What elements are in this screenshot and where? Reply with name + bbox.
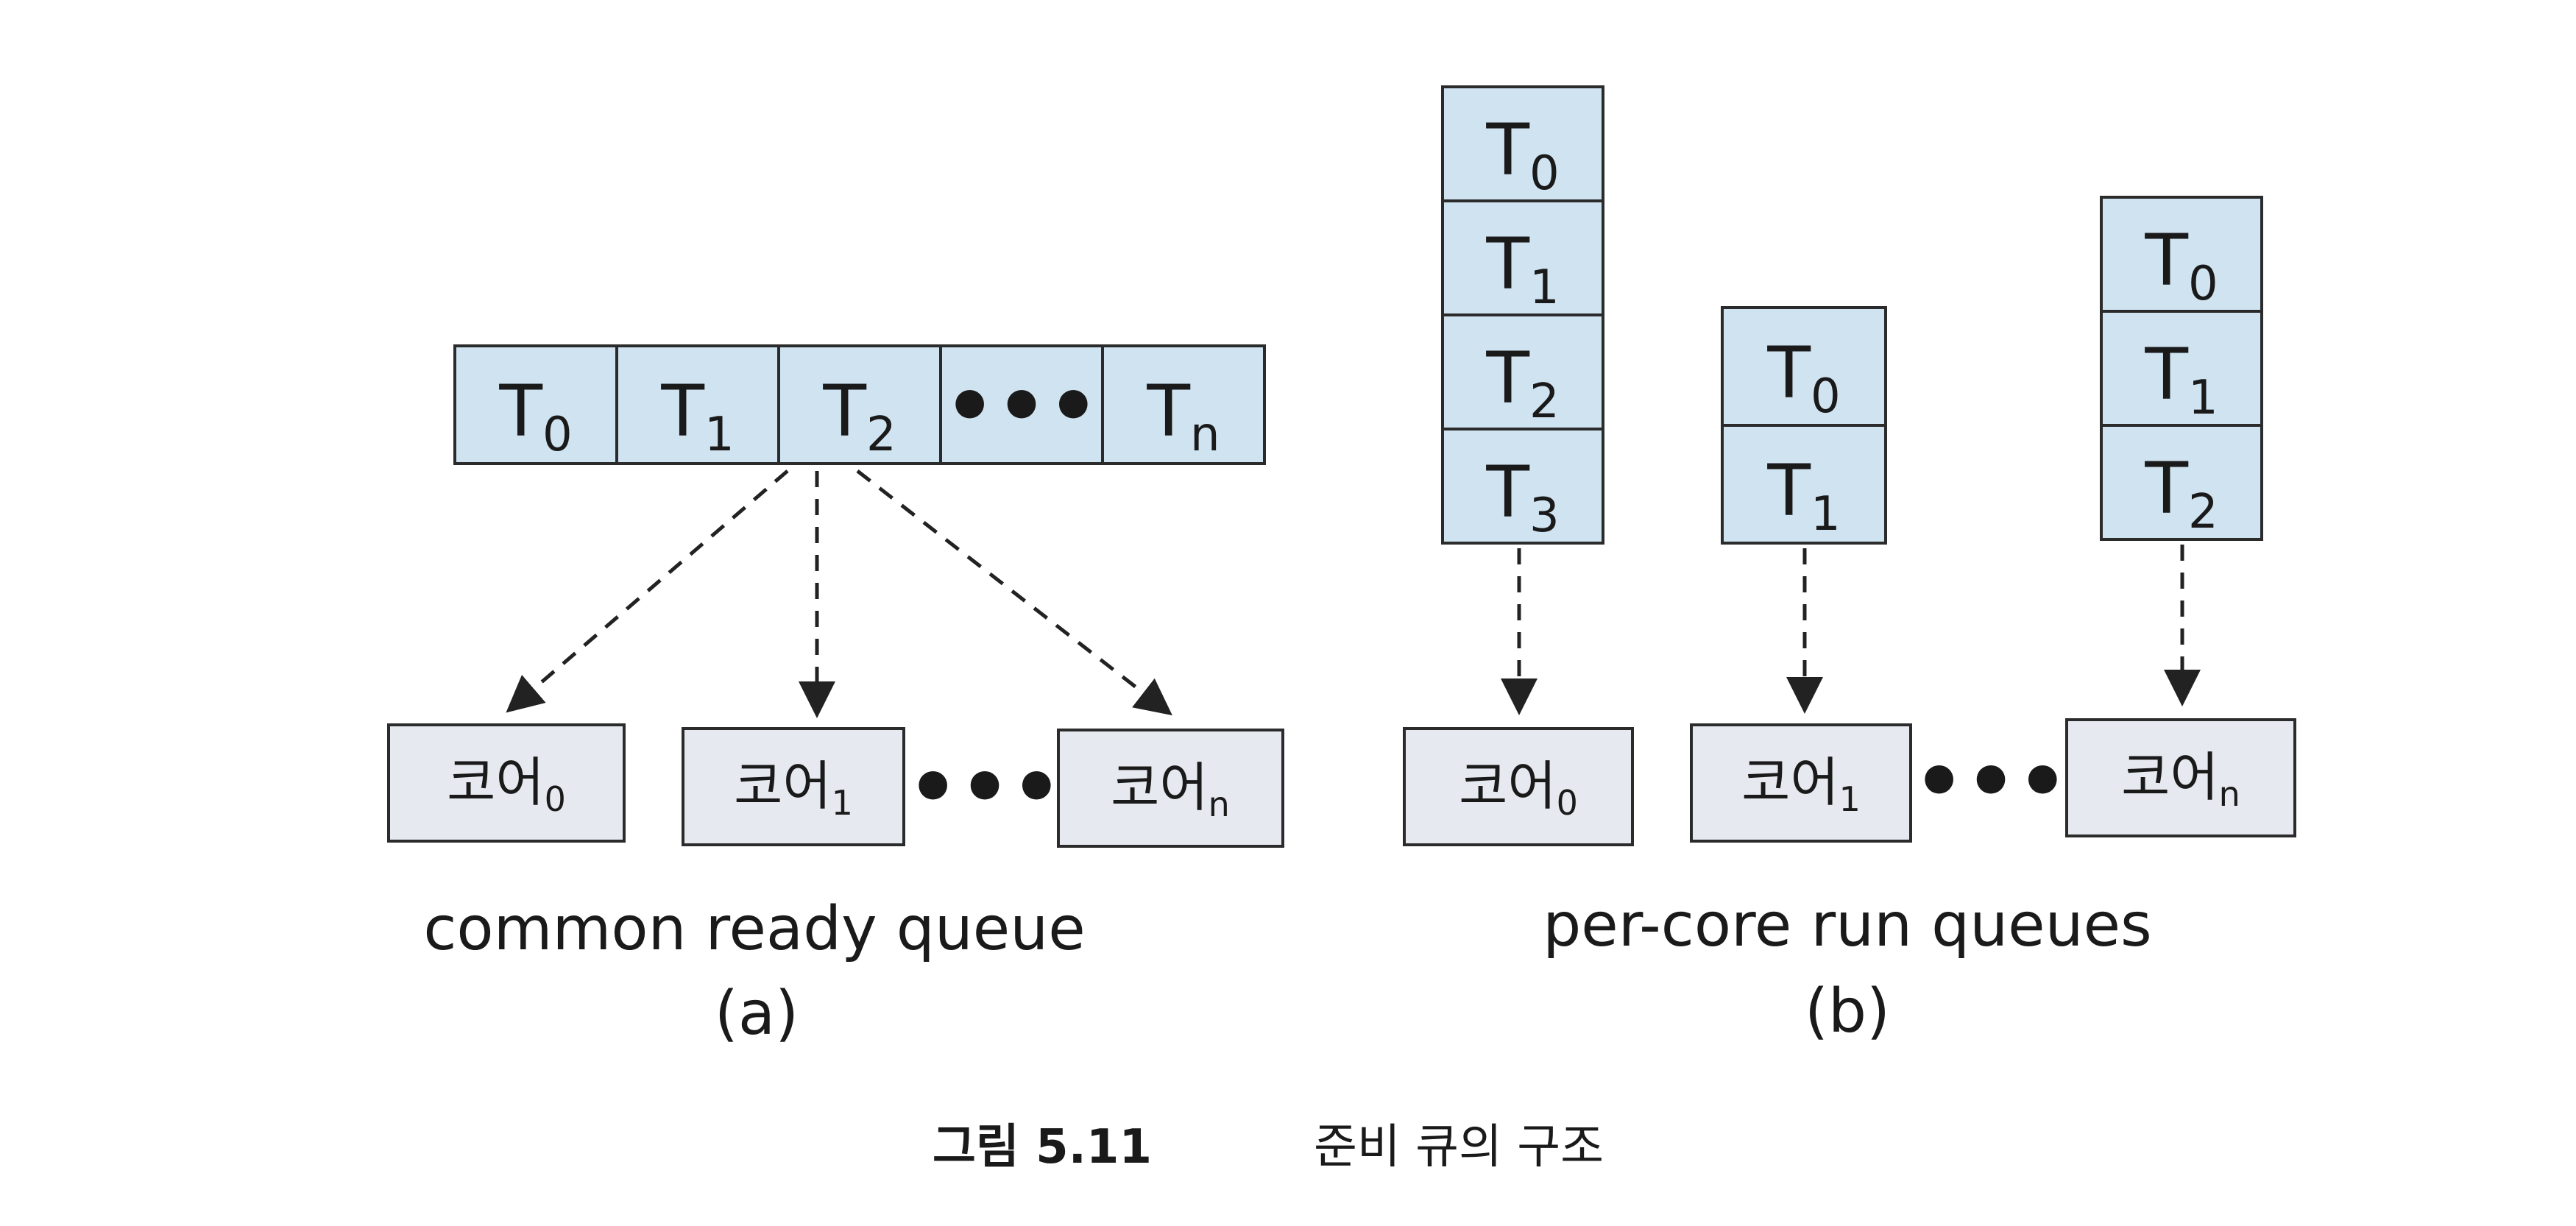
queue-cell: T2 <box>1441 313 1604 430</box>
queue-cell: T0 <box>1721 306 1887 427</box>
svg-text:T0: T0 <box>498 370 572 462</box>
label-b: (b) <box>1805 977 1890 1046</box>
svg-text:•••: ••• <box>944 359 1100 453</box>
run-queue: T0 T1 T2 T3 <box>1441 85 1604 545</box>
figure-number: 그림 5.11 <box>933 1120 1152 1174</box>
svg-text:T1: T1 <box>2144 333 2218 425</box>
run-queue: T0 T1 <box>1721 306 1887 545</box>
svg-text:T2: T2 <box>822 370 896 462</box>
svg-text:Tn: Tn <box>1146 370 1220 462</box>
panel-a: T0 T1 T2 ••• Tn 코어0 <box>387 344 1284 1049</box>
core-ellipsis: ••• <box>1914 734 2069 829</box>
dispatch-arrow <box>506 470 789 713</box>
svg-text:코어0: 코어0 <box>1459 755 1578 823</box>
core-box: 코어n <box>2065 718 2296 837</box>
figure-title: 준비 큐의 구조 <box>1314 1120 1604 1174</box>
svg-text:코어n: 코어n <box>2121 746 2240 814</box>
queue-cell: T0 <box>1441 85 1604 202</box>
svg-text:코어n: 코어n <box>1111 756 1230 824</box>
caption-a: common ready queue <box>423 894 1085 964</box>
queue-cell: T2 <box>2100 424 2263 541</box>
core-box: 코어0 <box>1403 727 1634 846</box>
svg-text:T1: T1 <box>1485 223 1559 315</box>
svg-text:코어0: 코어0 <box>447 751 566 819</box>
queue-cell: T1 <box>1441 199 1604 316</box>
run-queue: T0 T1 T2 <box>2100 196 2263 541</box>
svg-text:코어1: 코어1 <box>1741 751 1861 819</box>
svg-text:T2: T2 <box>1485 337 1559 429</box>
core-box: 코어1 <box>682 727 905 846</box>
queue-cell: T2 <box>777 344 942 465</box>
queue-cell: T0 <box>453 344 618 465</box>
queue-cell-ellipsis: ••• <box>939 344 1104 465</box>
common-ready-queue: T0 T1 T2 ••• Tn <box>453 344 1266 465</box>
dispatch-arrow <box>856 470 1172 716</box>
svg-text:T1: T1 <box>660 370 734 462</box>
queue-cell: Tn <box>1101 344 1266 465</box>
queue-cell: T1 <box>1721 424 1887 545</box>
queue-cell: T3 <box>1441 428 1604 545</box>
svg-text:T2: T2 <box>2144 447 2218 539</box>
caption-b: per-core run queues <box>1543 890 2152 960</box>
core-ellipsis: ••• <box>907 740 1063 835</box>
label-a: (a) <box>715 979 799 1049</box>
queue-cell: T0 <box>2100 196 2263 313</box>
svg-text:T0: T0 <box>1485 109 1559 201</box>
svg-text:T0: T0 <box>1766 332 1840 424</box>
svg-text:T0: T0 <box>2144 219 2218 311</box>
panel-b: T0 T1 T2 T3 T0 T1 <box>1403 85 2296 1046</box>
svg-text:T1: T1 <box>1766 450 1840 542</box>
figure-caption: 그림 5.11 준비 큐의 구조 <box>933 1120 1604 1174</box>
core-box: 코어0 <box>387 723 626 843</box>
core-box: 코어n <box>1057 729 1284 848</box>
svg-text:코어1: 코어1 <box>734 755 853 823</box>
core-box: 코어1 <box>1690 723 1912 843</box>
queue-cell: T1 <box>615 344 780 465</box>
queue-cell: T1 <box>2100 310 2263 427</box>
svg-text:T3: T3 <box>1485 451 1559 543</box>
